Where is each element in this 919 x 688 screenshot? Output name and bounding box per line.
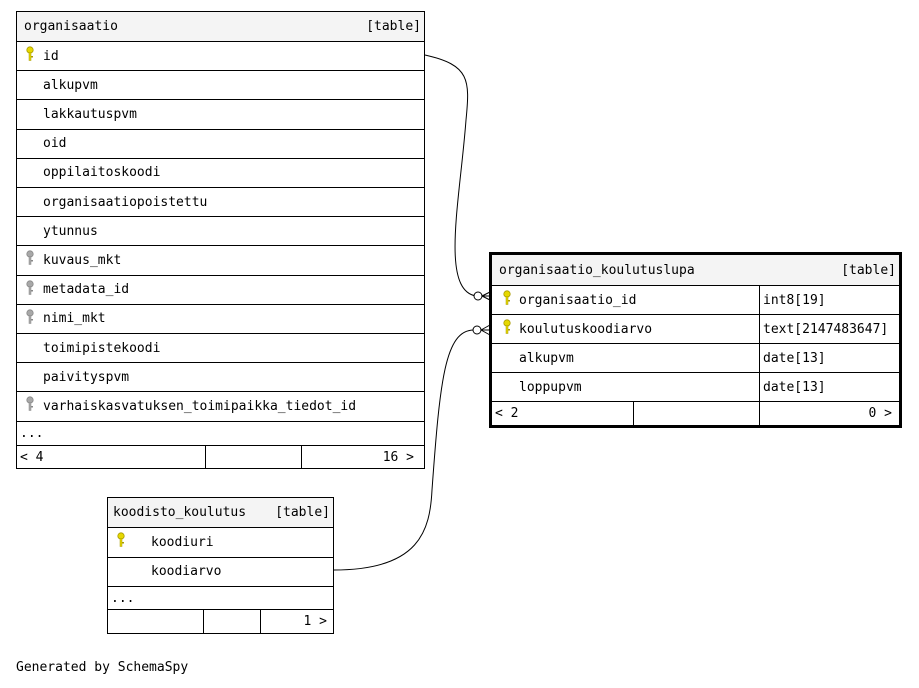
column-name: id (43, 48, 59, 64)
column-row[interactable]: lakkautuspvm (17, 99, 424, 128)
column-row[interactable]: loppupvm date[13] (492, 372, 899, 401)
column-name: oppilaitoskoodi (43, 165, 161, 181)
column-name: kuvaus_mkt (43, 252, 122, 268)
column-name: alkupvm (43, 77, 98, 93)
column-row[interactable]: koodiuri (108, 527, 333, 557)
primary-key-icon (503, 290, 511, 310)
crowfoot-marker (480, 324, 491, 336)
table-footer: < 2 0 > (492, 401, 899, 425)
column-row[interactable]: oid (17, 128, 424, 158)
more-columns: ... (17, 421, 424, 445)
relationship-organisaatio-to-koulutuslupa (424, 54, 477, 297)
primary-key-icon (117, 532, 125, 552)
table-organisaatio[interactable]: organisaatio [table] id alkupvm lakkautusp… (16, 11, 425, 469)
column-type: date[13] (763, 379, 826, 395)
footer-parents-count[interactable]: < 4 (20, 450, 44, 465)
column-row[interactable]: ytunnus (17, 216, 424, 245)
column-type: date[13] (763, 350, 826, 366)
footer-children-count[interactable]: 1 > (303, 614, 327, 629)
column-type: int8[19] (763, 292, 826, 308)
table-header: organisaatio [table] (17, 12, 424, 41)
column-name: metadata_id (43, 282, 130, 298)
foreign-key-icon (26, 280, 34, 300)
column-name: loppupvm (519, 379, 582, 395)
column-row[interactable]: nimi_mkt (17, 303, 424, 333)
primary-key-icon (503, 319, 511, 339)
table-footer: 1 > (108, 609, 333, 633)
table-koodisto-koulutus[interactable]: koodisto_koulutus [table] koodiuri koodia… (107, 497, 334, 634)
column-row[interactable]: kuvaus_mkt (17, 245, 424, 274)
column-name: oid (43, 136, 67, 152)
column-name: lakkautuspvm (43, 106, 137, 122)
column-row[interactable]: organisaatiopoistettu (17, 187, 424, 216)
footer-parents-count[interactable]: < 2 (495, 406, 519, 421)
table-kind: [table] (366, 19, 421, 34)
table-organisaatio-koulutuslupa[interactable]: organisaatio_koulutuslupa [table] organi… (489, 252, 902, 428)
column-type: text[2147483647] (763, 321, 889, 337)
column-name: organisaatiopoistettu (43, 194, 208, 210)
optional-marker (473, 291, 483, 301)
column-row[interactable]: paivityspvm (17, 362, 424, 391)
column-name: alkupvm (519, 350, 574, 366)
table-kind: [table] (275, 505, 330, 520)
table-kind: [table] (841, 262, 896, 278)
column-row[interactable]: alkupvm (17, 70, 424, 99)
column-name: nimi_mkt (43, 311, 106, 327)
column-name: varhaiskasvatuksen_toimipaikka_tiedot_id (43, 398, 357, 414)
foreign-key-icon (26, 309, 34, 329)
column-name: ytunnus (43, 223, 98, 239)
crowfoot-marker (481, 291, 491, 301)
column-name: toimipistekoodi (43, 340, 161, 356)
table-name: organisaatio (24, 19, 118, 34)
generated-by-text: Generated by SchemaSpy (16, 660, 189, 675)
foreign-key-icon (26, 250, 34, 270)
footer-children-count[interactable]: 16 > (382, 450, 414, 465)
column-name: paivityspvm (43, 369, 130, 385)
column-row[interactable]: metadata_id (17, 274, 424, 304)
table-header: koodisto_koulutus [table] (108, 498, 333, 527)
primary-key-icon (26, 46, 34, 66)
table-name: koodisto_koulutus (113, 505, 247, 520)
column-row[interactable]: oppilaitoskoodi (17, 157, 424, 187)
column-row[interactable]: id (17, 41, 424, 70)
optional-marker (472, 325, 482, 335)
column-name: koodiuri (151, 534, 214, 550)
table-header: organisaatio_koulutuslupa [table] (492, 255, 899, 285)
relationship-koodisto-to-koulutuslupa (333, 329, 475, 571)
column-name: koulutuskoodiarvo (519, 321, 653, 337)
column-name: organisaatio_id (519, 292, 637, 308)
table-name: organisaatio_koulutuslupa (499, 262, 695, 278)
column-row[interactable]: alkupvm date[13] (492, 343, 899, 372)
column-name: koodiarvo (151, 564, 222, 580)
foreign-key-icon (26, 396, 34, 416)
column-row[interactable]: varhaiskasvatuksen_toimipaikka_tiedot_id (17, 391, 424, 420)
column-row[interactable]: koulutuskoodiarvo text[2147483647] (492, 314, 899, 343)
footer-children-count[interactable]: 0 > (868, 406, 892, 421)
table-footer: < 4 16 > (17, 445, 424, 469)
more-columns: ... (108, 586, 333, 609)
column-row[interactable]: koodiarvo (108, 556, 333, 587)
column-row[interactable]: toimipistekoodi (17, 333, 424, 362)
column-row[interactable]: organisaatio_id int8[19] (492, 285, 899, 314)
